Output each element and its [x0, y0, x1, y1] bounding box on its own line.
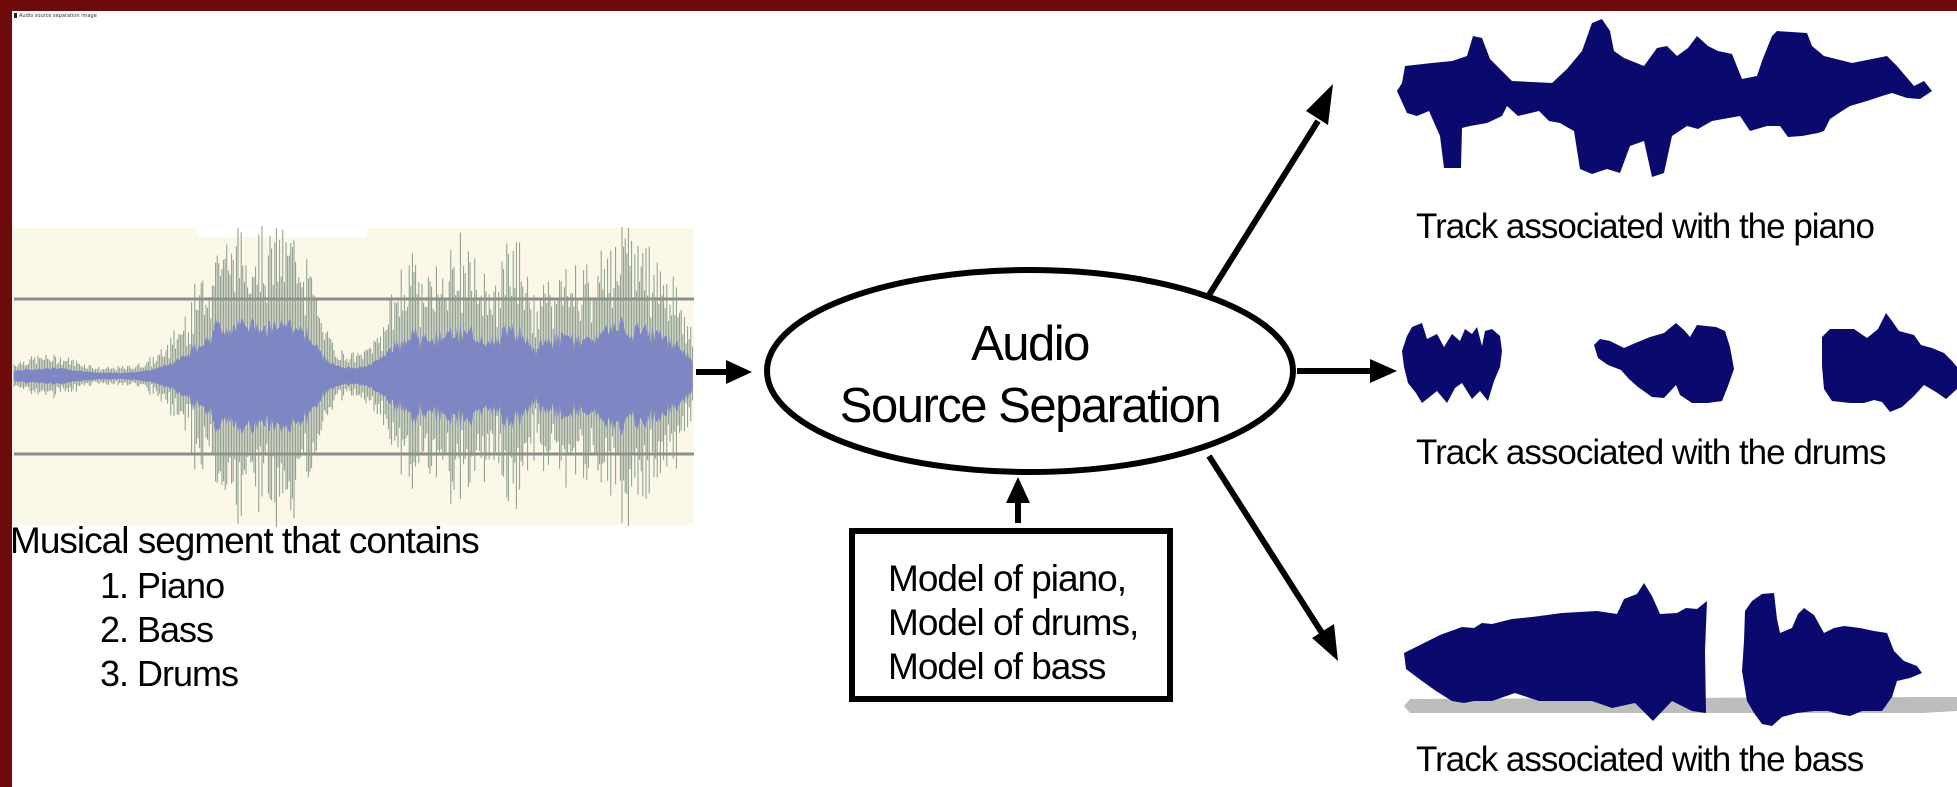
instrument-item-piano: 1. Piano [100, 565, 225, 606]
instrument-list: 1. Piano 2. Bass 3. Drums [100, 564, 239, 696]
model-list: Model of piano, Model of drums, Model of… [888, 557, 1139, 689]
diagram-graphics [12, 19, 1957, 726]
track-label-bass: Track associated with the bass [1416, 740, 1864, 779]
input-segment-title: Musical segment that contains [12, 520, 480, 561]
output-arrow-drums [1297, 359, 1397, 383]
diagram-canvas: Audio source separation image [12, 11, 1957, 787]
separation-label: Audio Source Separation [757, 313, 1303, 437]
input-arrow [696, 360, 752, 384]
instrument-item-drums: 3. Drums [100, 653, 239, 694]
model-item-piano: Model of piano, [888, 558, 1127, 599]
separation-label-line-1: Audio [971, 317, 1090, 371]
drums-track-shape-1 [1402, 323, 1502, 403]
drums-track-shape-2 [1594, 323, 1734, 403]
image-caption: Audio source separation image [14, 13, 97, 19]
bass-track [1404, 583, 1957, 726]
caption-marker-icon [14, 13, 17, 18]
input-waveform [12, 226, 694, 528]
bass-track-shape-1 [1404, 583, 1707, 721]
piano-track-shape [1397, 19, 1932, 177]
bass-track-shape-2 [1742, 593, 1922, 726]
track-label-piano: Track associated with the piano [1416, 207, 1875, 246]
waveform-top-notch [197, 228, 367, 237]
output-arrow-bass [1206, 454, 1338, 661]
model-arrow [1006, 477, 1030, 523]
waveform-inner-envelope [14, 316, 693, 436]
model-item-bass: Model of bass [888, 646, 1106, 687]
instrument-item-bass: 2. Bass [100, 609, 214, 650]
model-item-drums: Model of drums, [888, 602, 1139, 643]
caption-text: Audio source separation image [19, 13, 97, 19]
model-box: Model of piano, Model of drums, Model of… [849, 528, 1173, 702]
separation-ellipse [764, 267, 1296, 475]
separation-label-line-2: Source Separation [839, 379, 1222, 433]
track-label-drums: Track associated with the drums [1416, 433, 1887, 472]
drums-track-shape-3 [1822, 313, 1957, 412]
output-arrow-piano [1206, 84, 1333, 297]
